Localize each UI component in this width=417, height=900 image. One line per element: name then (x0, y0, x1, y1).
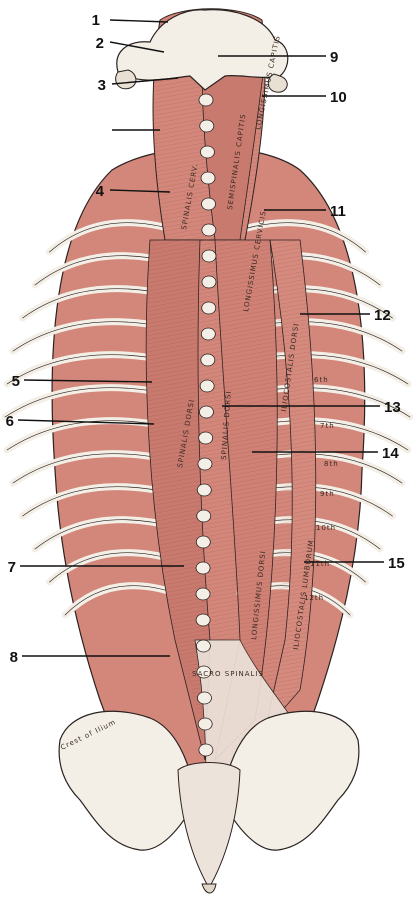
label-rib-10: 10th (316, 524, 336, 532)
coccyx (201, 883, 217, 894)
vertebra-23 (196, 665, 212, 679)
rib-outline-r-1 (239, 222, 366, 253)
callout-14: 14 (382, 445, 399, 462)
callout-6: 6 (6, 413, 14, 430)
mastoid-right (267, 73, 288, 93)
label-rib-12: 12th (304, 594, 324, 602)
leader-2 (109, 41, 165, 53)
vertebra-15 (197, 457, 213, 471)
vertebra-1 (198, 93, 214, 107)
vertebra-22 (196, 639, 211, 653)
label-rib-8: 8th (324, 460, 339, 468)
vertebra-3 (200, 145, 215, 159)
vertebra-17 (196, 509, 212, 523)
vertebra-18 (195, 535, 211, 549)
leader-1 (109, 19, 169, 23)
callout-7: 7 (8, 559, 16, 576)
vertebra-16 (196, 483, 212, 497)
vertebra-24 (197, 691, 212, 705)
leader-5 (23, 379, 153, 383)
callout-10: 10 (330, 89, 347, 106)
vertebra-4 (200, 171, 216, 185)
label-rib-7: 7th (320, 422, 335, 430)
column-fibers (146, 240, 316, 760)
leader-3 (111, 77, 179, 85)
vertebra-19 (195, 561, 211, 575)
leader-6 (17, 419, 155, 425)
label-rib-11: 11th (310, 560, 330, 568)
vertebra-6 (201, 223, 217, 237)
callout-2: 2 (96, 35, 104, 52)
rib-outline-l-12 (64, 585, 176, 616)
callout-8: 8 (10, 649, 18, 666)
vertebra-25 (197, 717, 213, 731)
callout-13: 13 (384, 399, 401, 416)
vertebra-10 (200, 327, 216, 341)
callout-4: 4 (96, 183, 105, 200)
leader-4 (109, 189, 171, 193)
label-rib-6: 6th (314, 376, 329, 384)
erector-spinae-columns (145, 8, 317, 852)
mastoid-left (115, 69, 137, 90)
vertebra-12 (199, 379, 215, 393)
leader-lines (17, 19, 384, 657)
occipital-bone (116, 9, 289, 91)
vertebra-14 (198, 431, 214, 445)
vertebra-8 (201, 275, 217, 289)
vertebra-7 (201, 249, 217, 263)
callout-12: 12 (374, 307, 391, 324)
callout-1: 1 (92, 12, 100, 29)
skull-base (115, 9, 289, 93)
callout-3: 3 (98, 77, 106, 94)
label-sacro-spinalis: SACRO SPINALIS (192, 670, 264, 678)
vertebra-20 (195, 587, 211, 601)
rib-outline-l-11 (49, 552, 176, 583)
vertebra-13 (199, 405, 214, 419)
vertebra-11 (200, 353, 216, 367)
sacrum (177, 762, 241, 890)
left-ilium (58, 710, 197, 851)
callout-11: 11 (330, 203, 346, 220)
callout-5: 5 (12, 373, 20, 390)
rib-outline-l-1 (49, 222, 176, 253)
vertebra-26 (198, 743, 214, 757)
callout-9: 9 (330, 49, 338, 66)
vertebra-5 (201, 197, 216, 211)
vertebral-column (195, 93, 217, 757)
right-ilium (221, 710, 360, 851)
vertebra-9 (201, 301, 217, 315)
label-rib-9: 9th (320, 490, 335, 498)
callout-15: 15 (388, 555, 405, 572)
callout-numbers: 1 2 3 4 5 6 7 8 9 10 11 12 13 14 15 (6, 12, 405, 666)
pelvis (58, 710, 360, 894)
vertebra-2 (199, 119, 215, 133)
vertebra-21 (195, 613, 211, 627)
